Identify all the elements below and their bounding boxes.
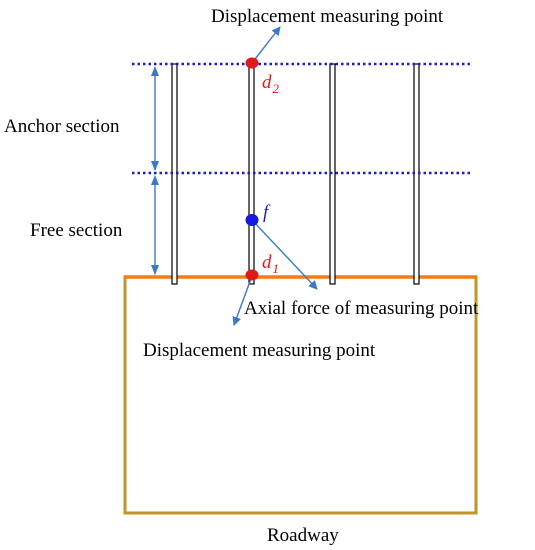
- anchor-dim-arrow-top: [151, 66, 159, 76]
- free-dim-arrow-bottom: [151, 265, 159, 275]
- d2-point: [245, 57, 259, 69]
- f-symbol: f: [263, 202, 271, 223]
- top-displacement-label: Displacement measuring point: [211, 6, 444, 27]
- top-displacement-leader: [251, 26, 281, 64]
- anchor-section-label: Anchor section: [4, 116, 120, 137]
- d1-point: [245, 269, 259, 281]
- d1-symbol: d1: [262, 252, 279, 276]
- free-section-label: Free section: [30, 220, 123, 241]
- anchor-dim-arrow-bottom: [151, 161, 159, 171]
- axial-force-leader: [251, 219, 318, 290]
- d2-symbol: d2: [262, 72, 280, 96]
- free-dim-arrow-top: [151, 175, 159, 185]
- axial-force-label: Axial force of measuring point: [244, 298, 479, 319]
- f-point: [245, 214, 259, 226]
- bottom-displacement-label: Displacement measuring point: [143, 340, 376, 361]
- roadway-label: Roadway: [267, 525, 339, 546]
- bottom-displacement-leader: [232, 275, 253, 326]
